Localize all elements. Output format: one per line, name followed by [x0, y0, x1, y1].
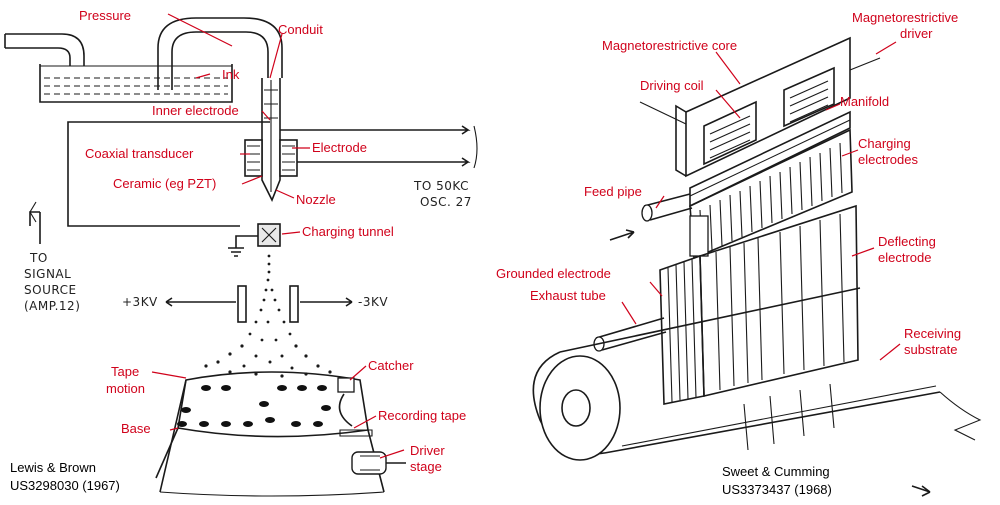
caption-left-patent: US3298030 (1967)	[10, 478, 120, 493]
label-magnetorestrictive-core: Magnetorestrictive core	[602, 38, 737, 53]
pressure-pipe	[4, 33, 85, 66]
label-charging: Charging	[858, 136, 911, 151]
label-driver: Driver	[410, 443, 445, 458]
label-deflecting-electrode: electrode	[878, 250, 931, 265]
label-pressure: Pressure	[79, 8, 131, 23]
caption-right-authors: Sweet & Cumming	[722, 464, 830, 479]
label-inner-electrode: Inner electrode	[152, 103, 239, 118]
label-driving-coil: Driving coil	[640, 78, 704, 93]
grounded-electrode	[659, 254, 705, 405]
label-conduit: Conduit	[278, 22, 323, 37]
label-electrodes: electrodes	[858, 152, 918, 167]
label-deflecting: Deflecting	[878, 234, 936, 249]
label-electrode: Electrode	[312, 140, 367, 155]
recorded-marks	[177, 385, 331, 427]
label-catcher: Catcher	[368, 358, 414, 373]
charging-electrodes	[689, 128, 853, 260]
right-leader-lines	[621, 41, 901, 361]
hand-to: TO	[29, 251, 48, 265]
deflecting-electrode	[699, 204, 859, 398]
label-nozzle: Nozzle	[296, 192, 336, 207]
label-ceramic: Ceramic (eg PZT)	[113, 176, 216, 191]
label-tape: Tape	[111, 364, 139, 379]
label-ink: Ink	[222, 67, 240, 82]
right-figure: Magnetorestrictive driver Magnetorestric…	[496, 10, 982, 497]
hand-to-50kc: TO 50KC	[413, 179, 469, 193]
nozzle-assembly	[244, 78, 298, 202]
label-motion: motion	[106, 381, 145, 396]
left-leader-lines	[151, 13, 405, 459]
label-exhaust-tube: Exhaust tube	[530, 288, 606, 303]
label-substrate: substrate	[904, 342, 957, 357]
magnetorestrictive-driver	[639, 36, 881, 178]
label-charging-tunnel: Charging tunnel	[302, 224, 394, 239]
hand-amp12: (AMP.12)	[24, 299, 80, 313]
label-grounded-electrode: Grounded electrode	[496, 266, 611, 281]
ink-reservoir	[39, 64, 233, 103]
label-manifold: Manifold	[840, 94, 889, 109]
hand-source: SOURCE	[24, 283, 77, 297]
hand-plus3kv: +3KV	[122, 295, 158, 309]
caption-left-authors: Lewis & Brown	[10, 460, 96, 475]
hand-minus3kv: -3KV	[358, 295, 388, 309]
hand-signal: SIGNAL	[24, 267, 71, 281]
label-recording-tape: Recording tape	[378, 408, 466, 423]
feed-pipe	[609, 193, 693, 241]
label-magnetorestrictive-driver-1: Magnetorestrictive	[852, 10, 958, 25]
label-feed-pipe: Feed pipe	[584, 184, 642, 199]
exhaust-tube	[593, 317, 667, 352]
receiving-substrate-roll	[532, 287, 982, 497]
deflector-plates	[165, 285, 353, 323]
left-figure: Pressure Conduit Ink Inner electrode Ele…	[4, 8, 478, 497]
label-receiving: Receiving	[904, 326, 961, 341]
label-magnetorestrictive-driver-2: driver	[900, 26, 933, 41]
charging-tunnel	[29, 201, 281, 257]
label-coaxial-transducer: Coaxial transducer	[85, 146, 194, 161]
drop-spray	[204, 254, 332, 378]
oscillator-wiring	[67, 121, 478, 227]
label-base: Base	[121, 421, 151, 436]
hand-osc27: OSC. 27	[420, 195, 472, 209]
caption-right-patent: US3373437 (1968)	[722, 482, 832, 497]
label-stage: stage	[410, 459, 442, 474]
conduit-pipe	[157, 17, 283, 90]
manifold	[689, 110, 851, 208]
recording-tape	[155, 371, 406, 497]
